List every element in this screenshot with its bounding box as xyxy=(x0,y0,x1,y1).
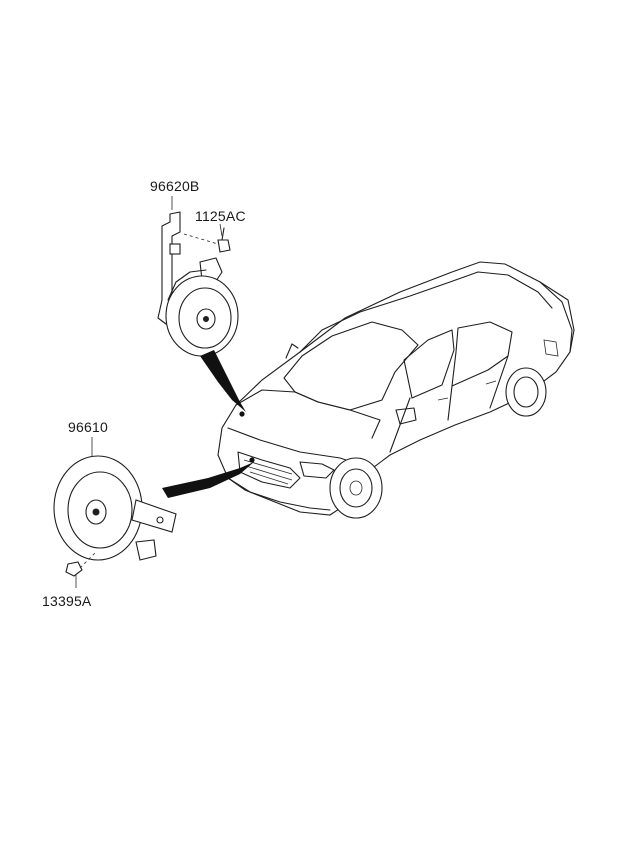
horn-96610 xyxy=(53,455,177,577)
part-label-1125ac: 1125AC xyxy=(195,208,246,224)
nut-13395a xyxy=(65,551,97,577)
pointer-arrows xyxy=(162,350,254,498)
bolt-1125ac xyxy=(183,227,231,253)
arrow-lower-horn-to-car xyxy=(162,462,254,498)
part-label-96610: 96610 xyxy=(68,419,108,435)
car-illustration xyxy=(217,261,575,519)
part-label-96620b: 96620B xyxy=(150,178,200,194)
arrow-upper-horn-to-car xyxy=(200,350,246,412)
horn-96620b xyxy=(157,211,239,357)
part-label-13395a: 13395A xyxy=(42,593,92,609)
